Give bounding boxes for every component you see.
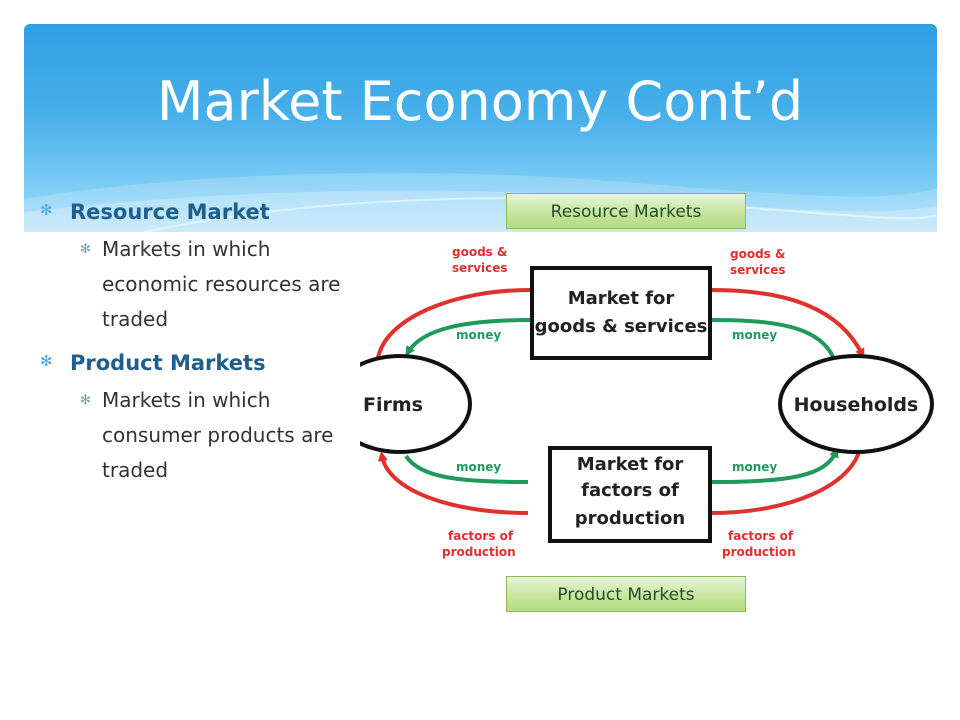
label-money-bottom-right: money	[732, 460, 777, 474]
label-factors-left-1: factors of	[448, 529, 514, 543]
red-flow-top-right	[711, 288, 865, 359]
label-goods-left-2: services	[452, 261, 508, 275]
market-factors-box	[548, 446, 712, 543]
bullet-detail: Markets in which consumer products are t…	[102, 388, 334, 482]
firms-label: Firms	[363, 394, 423, 416]
red-flow-top-left	[376, 288, 531, 359]
red-flow-bottom-right	[711, 447, 862, 515]
market-goods-line2: goods & services	[535, 316, 708, 337]
sub-bullet-product: ✻ Markets in which consumer products are…	[40, 383, 370, 488]
label-goods-right-1: goods &	[730, 247, 785, 261]
sub-bullet-resource: ✻ Markets in which economic resources ar…	[40, 232, 370, 337]
star-bullet-icon: ✻	[80, 242, 91, 257]
label-factors-right-1: factors of	[728, 529, 794, 543]
label-money-top-left: money	[456, 328, 501, 342]
firms-node	[360, 354, 472, 454]
circular-flow-diagram: Firms Households Market for goods & serv…	[360, 245, 934, 559]
market-factors-line2: factors of	[581, 480, 679, 501]
bullet-heading: Resource Market	[70, 200, 270, 224]
product-markets-button[interactable]: Product Markets	[506, 576, 746, 612]
market-goods-box	[530, 266, 712, 360]
star-bullet-icon: ✻	[80, 393, 91, 408]
label-factors-left-2: production	[442, 545, 516, 559]
label-factors-right-2: production	[722, 545, 796, 559]
star-bullet-icon: ✻	[40, 201, 53, 219]
bullet-heading: Product Markets	[70, 351, 266, 375]
green-flow-top-left	[405, 318, 531, 357]
star-bullet-icon: ✻	[40, 352, 53, 370]
bullet-detail: Markets in which economic resources are …	[102, 237, 341, 331]
label-goods-left-1: goods &	[452, 245, 507, 259]
label-money-bottom-left: money	[456, 460, 501, 474]
red-flow-bottom-left	[377, 451, 529, 515]
label-goods-right-2: services	[730, 263, 786, 277]
resource-markets-button[interactable]: Resource Markets	[506, 193, 746, 229]
bullet-list: ✻ Resource Market ✻ Markets in which eco…	[40, 200, 370, 502]
bullet-resource-market: ✻ Resource Market	[40, 200, 370, 224]
green-flow-bottom-left	[404, 454, 529, 484]
households-label: Households	[794, 394, 919, 416]
page-title: Market Economy Cont’d	[156, 70, 804, 133]
label-money-top-right: money	[732, 328, 777, 342]
households-node	[778, 354, 934, 454]
market-factors-line3: production	[575, 508, 685, 529]
bullet-product-markets: ✻ Product Markets	[40, 351, 370, 375]
market-goods-line1: Market for	[568, 288, 675, 309]
green-flow-bottom-right	[711, 447, 839, 484]
market-factors-line1: Market for	[577, 454, 684, 475]
